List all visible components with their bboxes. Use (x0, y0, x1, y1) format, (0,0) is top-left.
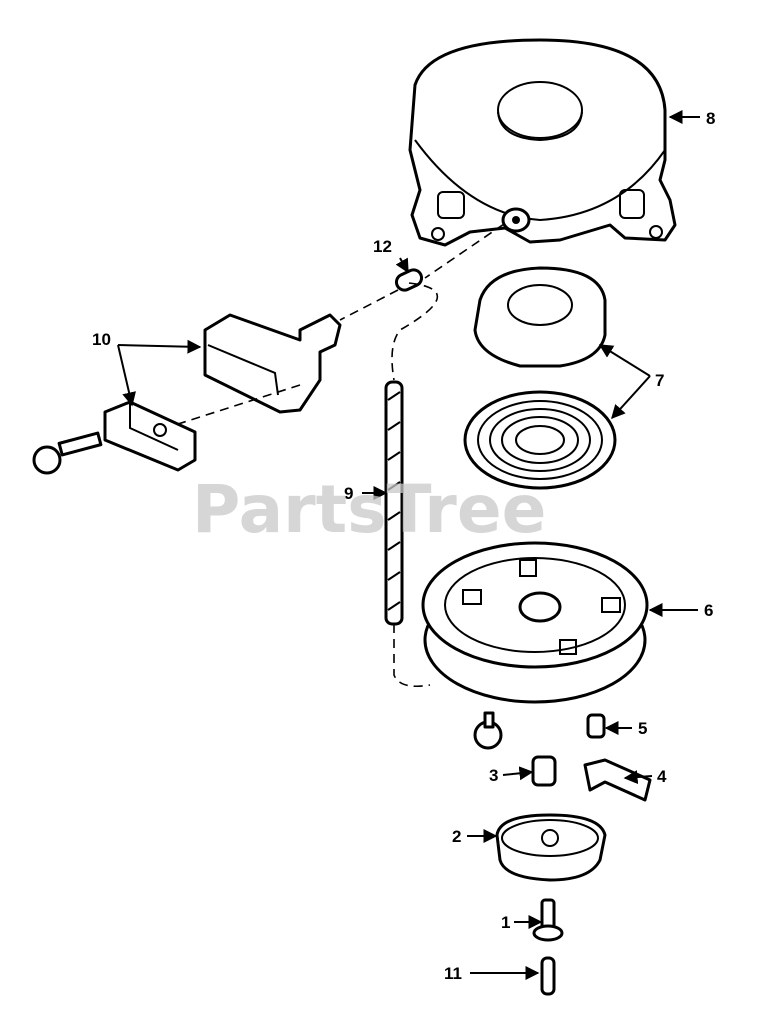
part-11-pin (540, 956, 556, 996)
part-7-cover-and-spring (463, 266, 617, 490)
partstree-watermark: PartsTree (192, 471, 546, 548)
part-pawl-screw (473, 711, 503, 750)
callout-3: 3 (489, 766, 498, 785)
callout-1: 1 (501, 913, 510, 932)
part-10-starter-handle (32, 313, 342, 475)
callout-2: 2 (452, 827, 461, 846)
callout-5: 5 (638, 719, 647, 738)
callout-12: 12 (373, 237, 392, 256)
callout-8: 8 (706, 109, 715, 128)
part-1-screw (532, 898, 564, 942)
part-3-spring (531, 755, 557, 787)
callout-9: 9 (344, 484, 353, 503)
part-5-spring (586, 713, 606, 739)
callout-11: 11 (444, 964, 462, 983)
callout-10: 10 (92, 330, 111, 349)
assembly-lines (174, 223, 505, 688)
part-2-retainer (495, 813, 607, 882)
callout-4: 4 (657, 767, 667, 786)
callout-arrows (117, 110, 700, 980)
callout-7: 7 (655, 371, 664, 390)
part-6-pulley (421, 541, 649, 704)
part-8-starter-housing (408, 38, 677, 247)
part-12-rope-bushing (394, 268, 424, 292)
callout-6: 6 (704, 601, 713, 620)
part-4-dog (583, 758, 652, 802)
